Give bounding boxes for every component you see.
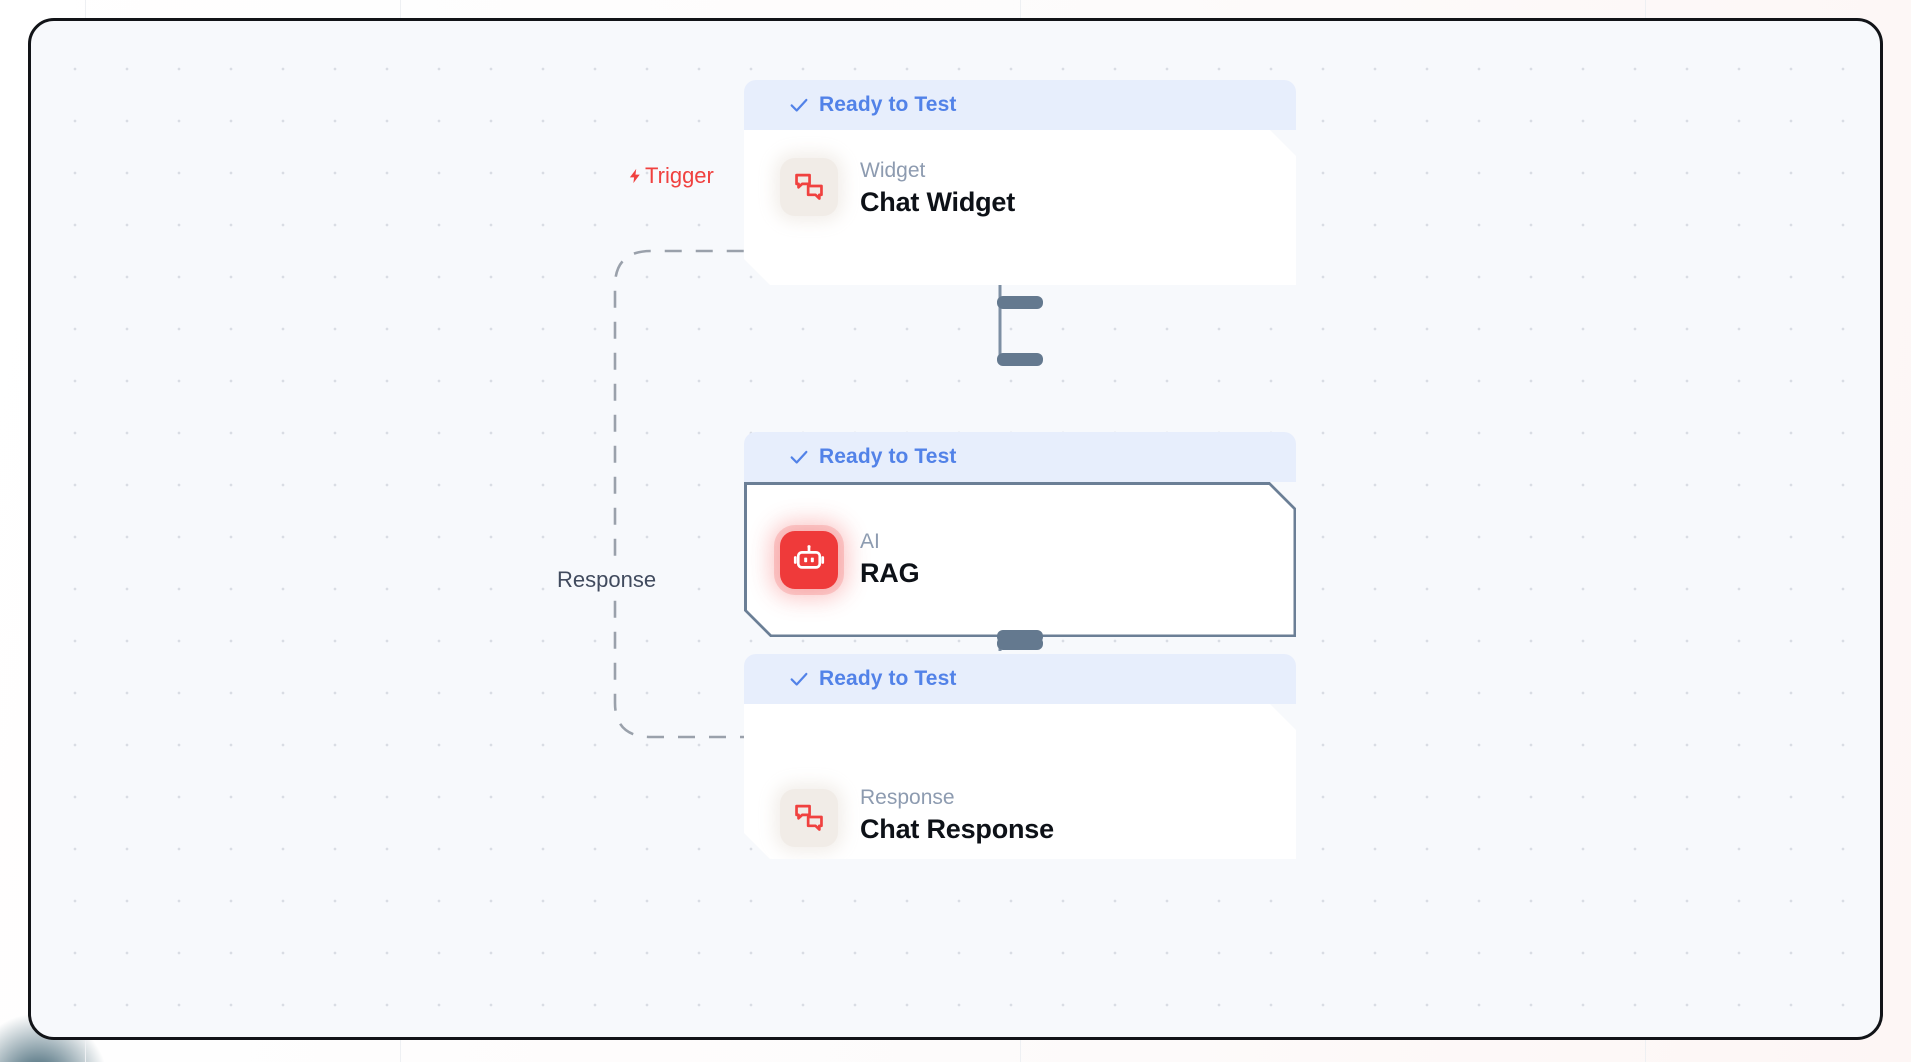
check-icon xyxy=(788,446,810,468)
node-title: Chat Widget xyxy=(860,187,1016,218)
node-body[interactable]: AI RAG xyxy=(744,482,1296,637)
lightning-bolt-icon xyxy=(627,165,644,187)
node-kicker: Response xyxy=(860,786,955,809)
status-badge: Ready to Test xyxy=(744,80,1296,130)
node-chat-response[interactable]: Ready to Test Response Chat Response xyxy=(744,637,1296,859)
edge-label-response: Response xyxy=(551,565,663,595)
check-icon xyxy=(788,668,810,690)
node-rag[interactable]: Ready to Test AI xyxy=(744,353,1296,643)
chat-bubbles-icon xyxy=(780,789,838,847)
status-badge-label: Ready to Test xyxy=(819,445,957,468)
status-badge: Ready to Test xyxy=(744,654,1296,704)
status-badge-label: Ready to Test xyxy=(819,667,957,690)
node-output-handle[interactable] xyxy=(997,296,1043,309)
node-input-handle[interactable] xyxy=(997,353,1043,366)
edge-label-trigger: Trigger xyxy=(627,163,714,189)
node-kicker: Widget xyxy=(860,159,926,182)
robot-icon xyxy=(780,531,838,589)
node-body[interactable]: Widget Chat Widget xyxy=(744,130,1296,285)
node-title: RAG xyxy=(860,557,920,588)
check-icon xyxy=(788,94,810,116)
status-badge: Ready to Test xyxy=(744,432,1296,482)
node-chat-widget[interactable]: Ready to Test Widget Chat Widget xyxy=(744,80,1296,309)
chat-bubbles-icon xyxy=(780,158,838,216)
edge-label-trigger-text: Trigger xyxy=(645,163,714,188)
node-kicker: AI xyxy=(860,529,880,553)
node-body[interactable]: Response Chat Response xyxy=(744,704,1296,859)
node-input-handle[interactable] xyxy=(997,637,1043,650)
flow-canvas[interactable]: Trigger Response Ready to Test xyxy=(28,18,1883,1040)
node-title: Chat Response xyxy=(860,814,1054,845)
status-badge-label: Ready to Test xyxy=(819,93,957,116)
